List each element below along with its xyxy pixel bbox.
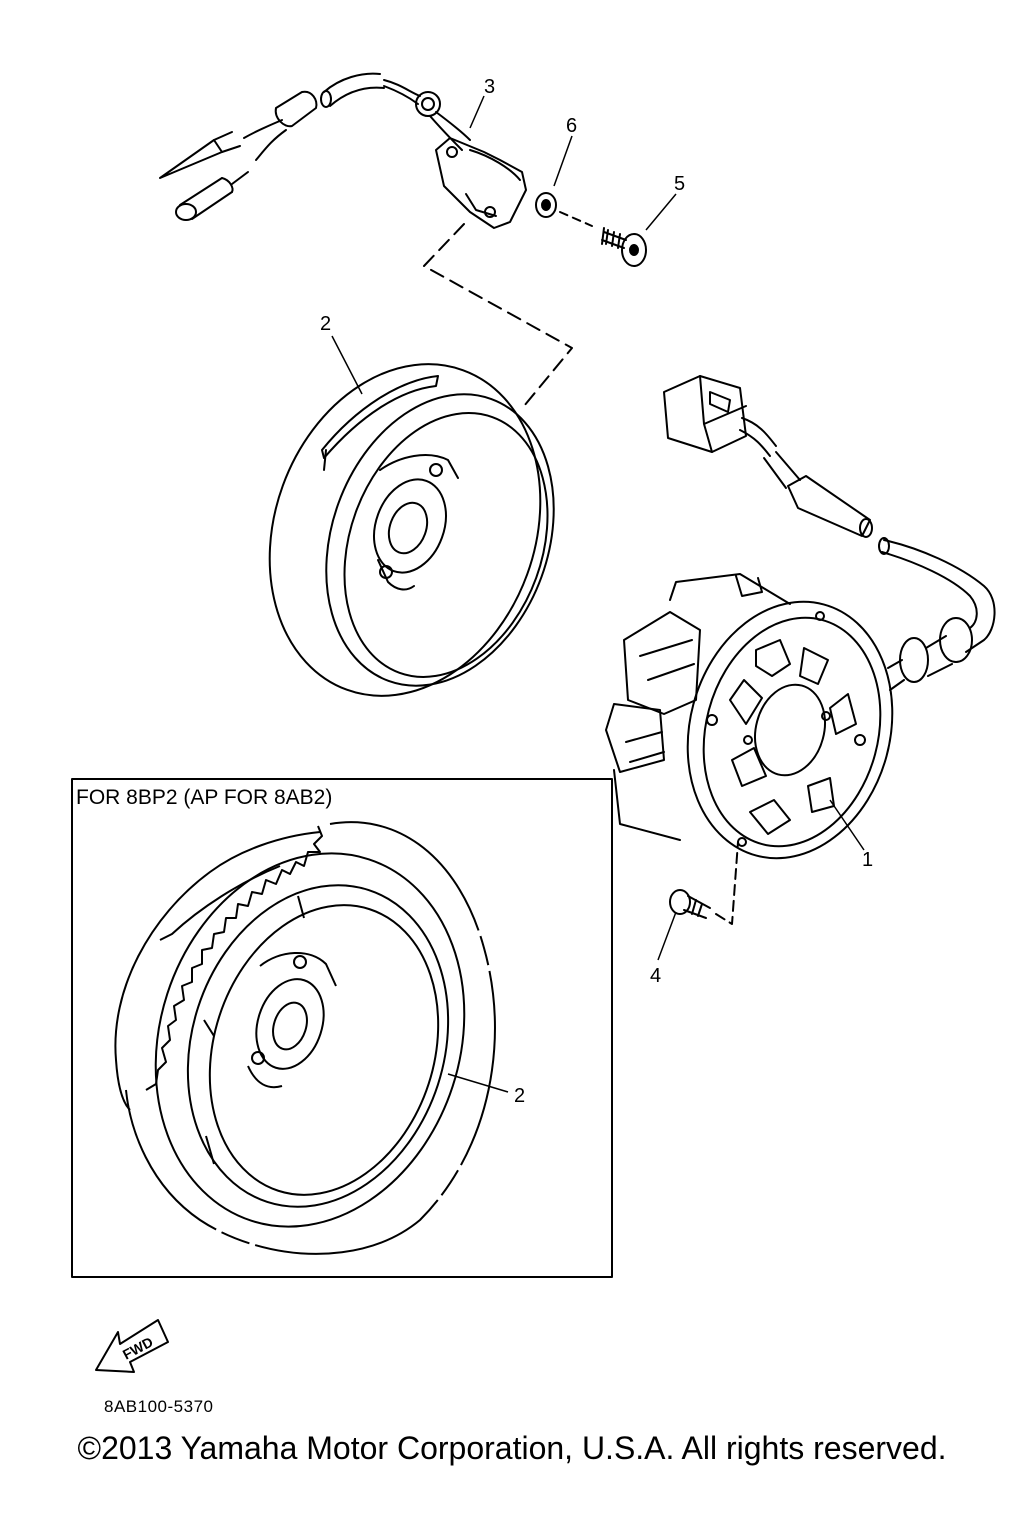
callout-3: 3 — [484, 76, 495, 98]
stator-assembly-part-1 — [605, 375, 996, 860]
callout-2-inset: 2 — [514, 1085, 525, 1107]
callout-5: 5 — [674, 173, 685, 195]
callout-6: 6 — [566, 115, 577, 137]
washer-part-6 — [535, 192, 557, 218]
callout-2-top: 2 — [320, 313, 331, 335]
screw-part-4 — [669, 889, 711, 919]
pickup-coil-assembly — [159, 72, 527, 229]
callout-4: 4 — [650, 965, 661, 987]
flywheel-ring-gear-part-2 — [114, 821, 496, 1255]
inset-frame — [71, 778, 613, 1278]
screw-part-5 — [601, 227, 647, 267]
fwd-arrow-icon: FWD — [95, 1319, 169, 1373]
part-code: 8AB100-5370 — [104, 1397, 214, 1416]
callout-1: 1 — [862, 849, 873, 871]
copyright-notice: ©2013 Yamaha Motor Corporation, U.S.A. A… — [77, 1430, 947, 1466]
inset-title: FOR 8BP2 (AP FOR 8AB2) — [76, 786, 332, 809]
flywheel-rotor-part-2 — [268, 363, 555, 697]
